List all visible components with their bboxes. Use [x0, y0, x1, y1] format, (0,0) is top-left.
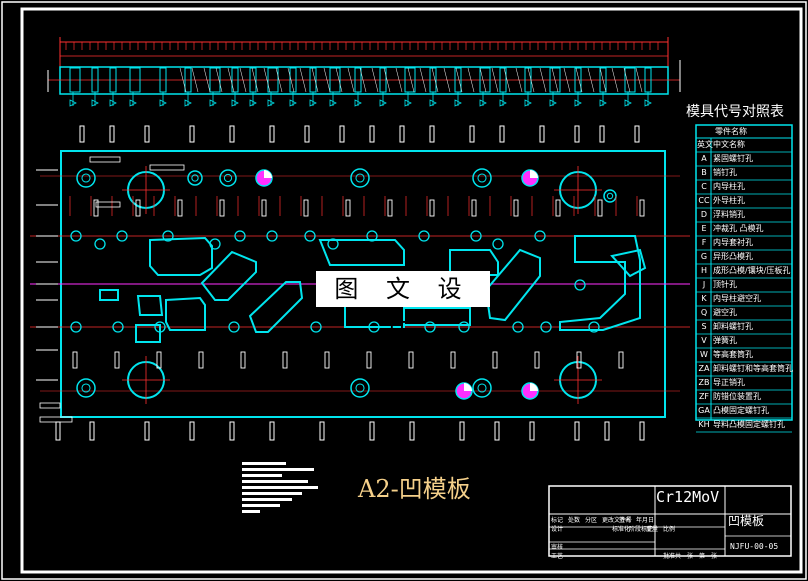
legend-title: 模具代号对照表 [686, 104, 784, 120]
title-block-label: 工艺 [551, 553, 564, 560]
title-block-label: 批准 [663, 553, 676, 560]
part-title: A2-凹模板 [358, 475, 471, 503]
title-block-label: 分区 [585, 517, 598, 524]
title-block-label: 张 [687, 553, 694, 560]
title-block-label: 阶段标记 [629, 526, 654, 533]
title-block [548, 485, 792, 557]
die-plate-top-view [30, 125, 690, 441]
title-block-label: 年月日 [636, 517, 655, 524]
title-block-label: 比例 [663, 526, 676, 533]
title-block-label: 审核 [551, 544, 564, 551]
title-block-label: 标准化 [612, 526, 631, 533]
title-block-label: 处数 [568, 517, 581, 524]
technical-notes [242, 462, 318, 513]
title-block-label: 更改文件号 [602, 517, 633, 524]
legend-table [695, 124, 793, 433]
title-block-label: 设计 [551, 526, 564, 533]
title-block-label: 共 [675, 553, 682, 560]
title-block-label: 签名 [619, 517, 632, 524]
title-block-label: 重量 [646, 526, 659, 533]
part-name-label: 凹模板 [728, 514, 765, 528]
title-block-label: 张 [711, 553, 718, 560]
title-block-label: 第 [699, 553, 706, 560]
title-block-label: 标记 [551, 517, 564, 524]
drawing-number: NJFU-00-05 [730, 542, 779, 551]
side-view [47, 37, 681, 107]
watermark: 图 文 设 计 [316, 271, 490, 339]
inner-frame [20, 7, 803, 574]
material-label: Cr12MoV [656, 488, 720, 506]
